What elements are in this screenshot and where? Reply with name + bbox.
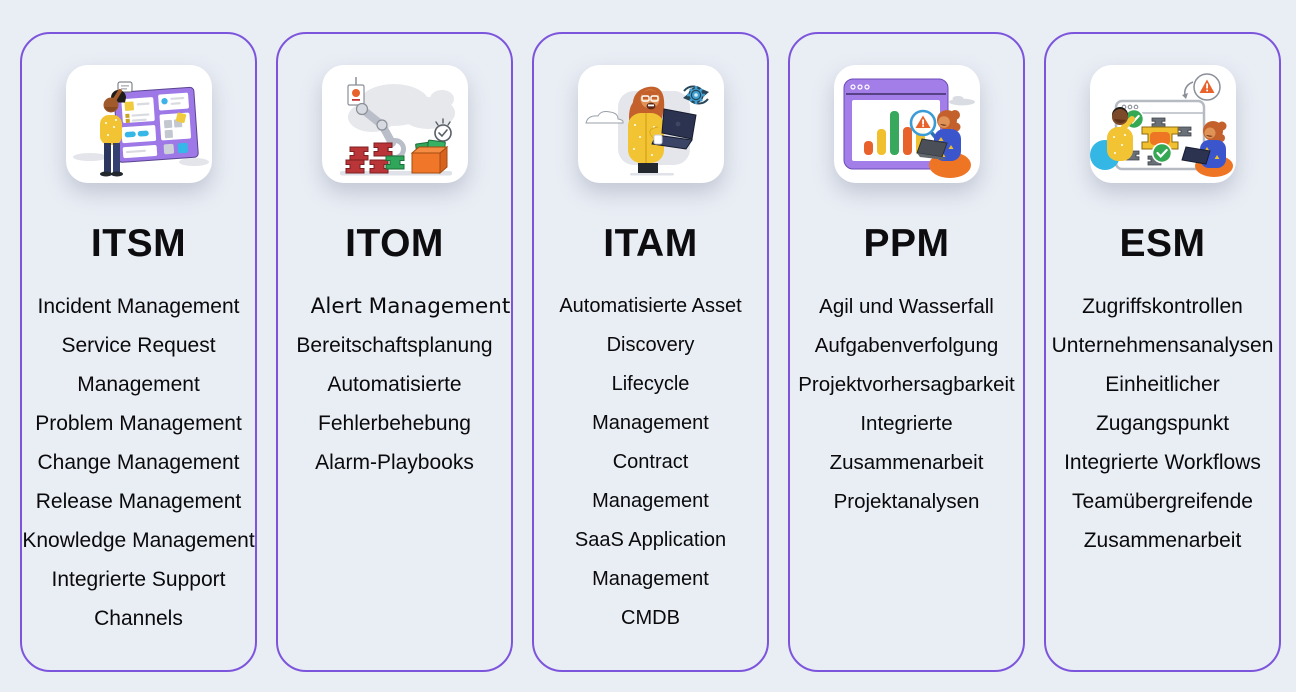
feature-item: Lifecycle Management — [592, 373, 709, 434]
feature-item: Bereitschaftsplanung — [296, 334, 493, 357]
feature-item: Projektanalysen — [833, 490, 980, 513]
feature-item: Knowledge Management — [22, 529, 255, 552]
feature-item: Release Management — [35, 490, 242, 513]
feature-item: Alarm-Playbooks — [315, 451, 474, 474]
feature-item: Integrierte Zusammenarbeit — [829, 412, 984, 474]
card-title: ESM — [1119, 222, 1206, 265]
feature-item: Alert Management — [310, 294, 511, 319]
ppm-illustration — [843, 78, 975, 178]
itsm-illustration — [72, 81, 209, 177]
itom-illustration-tile — [321, 65, 468, 183]
feature-item: Aufgabenverfolgung — [814, 334, 999, 357]
feature-item: Automatisierte Asset Discovery — [559, 295, 742, 356]
card-title: ITAM — [603, 222, 698, 265]
feature-item: Teamübergreifende Zusammenarbeit — [1072, 490, 1253, 552]
feature-item: Service Request Management — [61, 334, 216, 396]
esm-illustration-tile — [1089, 65, 1236, 183]
feature-item: Change Management — [37, 451, 240, 474]
feature-item: Unternehmensanalysen — [1051, 334, 1274, 357]
itam-illustration-tile — [577, 65, 724, 183]
feature-item: SaaS Application Management — [574, 529, 727, 590]
feature-item: Incident Management — [37, 295, 240, 318]
feature-item: Einheitlicher Zugangspunkt — [1095, 373, 1230, 435]
feature-item: Zugriffskontrollen — [1082, 295, 1243, 318]
card-title: ITOM — [345, 222, 444, 265]
itsm-illustration-tile — [65, 65, 212, 183]
feature-item: Contract Management — [592, 451, 709, 512]
feature-item: Automatisierte Fehlerbehebung — [318, 373, 471, 435]
feature-item: Agil und Wasserfall — [819, 295, 994, 318]
ppm-illustration-tile — [833, 65, 980, 183]
feature-item: Integrierte Support Channels — [51, 568, 226, 630]
esm-illustration — [1089, 73, 1233, 177]
feature-item: Projektvorhersagbarkeit — [798, 373, 1015, 396]
feature-item: Integrierte Workflows — [1064, 451, 1261, 474]
card-title: PPM — [863, 222, 950, 265]
feature-item: Problem Management — [35, 412, 242, 435]
itam-illustration — [584, 85, 709, 176]
card-title: ITSM — [90, 222, 187, 265]
itom-illustration — [339, 77, 455, 176]
feature-item: CMDB — [621, 607, 680, 629]
